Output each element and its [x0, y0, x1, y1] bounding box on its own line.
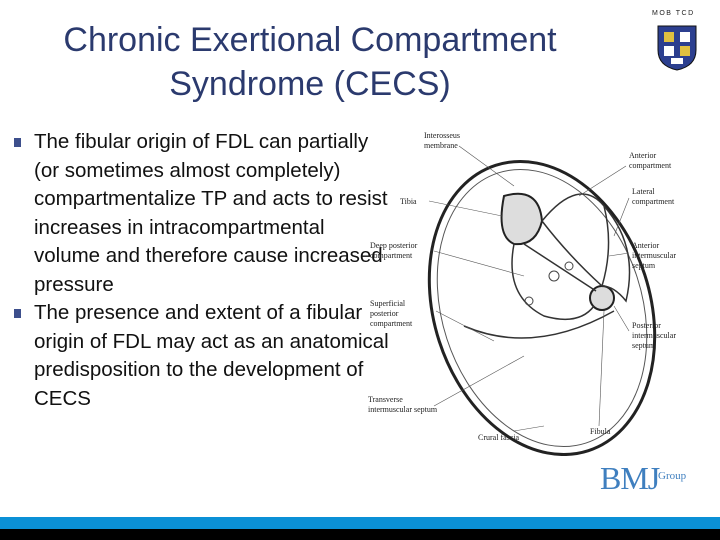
label-fibula: Fibula: [590, 427, 611, 436]
label-post-septum: Posterior: [632, 321, 661, 330]
footer-blue-bar: [0, 517, 720, 529]
label-lateral: Lateral: [632, 187, 655, 196]
deep-posterior-compartment: [511, 243, 595, 321]
label-deep-posterior-2: compartment: [370, 251, 413, 260]
bullet-text: The fibular origin of FDL can partially …: [34, 130, 388, 296]
bullet-list: The fibular origin of FDL can partially …: [14, 128, 394, 413]
bullet-item: The presence and extent of a fibular ori…: [14, 299, 394, 413]
inner-outline: [436, 168, 648, 448]
label-ant-septum-2: intermuscular: [632, 251, 676, 260]
interosseus-membrane-line: [523, 243, 597, 292]
tibia-shape: [500, 192, 544, 246]
label-superficial-2: posterior: [370, 309, 399, 318]
bullet-item: The fibular origin of FDL can partially …: [14, 128, 394, 299]
label-anterior: Anterior: [629, 151, 656, 160]
institution-label: MOB TCD: [652, 10, 695, 17]
slide-title: Chronic Exertional Compartment Syndrome …: [60, 18, 560, 106]
bmj-group-logo: BMJ Group: [600, 460, 690, 500]
label-interosseus: Interosseus: [424, 131, 460, 140]
bmj-logo-subtext: Group: [658, 470, 687, 482]
footer-black-bar: [0, 529, 720, 540]
transverse-septum-line: [463, 310, 615, 339]
anterior-compartment: [541, 193, 610, 288]
label-deep-posterior: Deep posterior: [370, 241, 418, 250]
label-anterior-2: compartment: [629, 161, 672, 170]
bmj-logo-text: BMJ: [600, 460, 660, 496]
label-post-septum-3: septum: [632, 341, 656, 350]
bullet-marker-icon: [14, 309, 21, 318]
label-transverse-2: intermuscular septum: [368, 405, 438, 414]
label-tibia: Tibia: [400, 197, 417, 206]
title-line-2: Syndrome (CECS): [169, 65, 451, 103]
label-ant-septum: Anterior: [632, 241, 659, 250]
label-post-septum-2: intermuscular: [632, 331, 676, 340]
crural-fascia-outline: [427, 159, 657, 456]
label-lateral-2: compartment: [632, 197, 675, 206]
label-superficial: Superficial: [370, 299, 406, 308]
lateral-compartment: [601, 205, 631, 303]
crest-icon: [657, 25, 697, 71]
label-transverse: Transverse: [368, 395, 403, 404]
label-interosseus-2: membrane: [424, 141, 458, 150]
bullet-text: The presence and extent of a fibular ori…: [34, 301, 389, 410]
bullet-marker-icon: [14, 138, 21, 147]
label-superficial-3: compartment: [370, 319, 413, 328]
title-line-1: Chronic Exertional Compartment: [63, 21, 557, 59]
label-ant-septum-3: septum: [632, 261, 656, 270]
label-crural-fascia: Crural fascia: [478, 433, 520, 442]
leg-cross-section-diagram: Interosseus membrane Anterior compartmen…: [368, 131, 676, 456]
